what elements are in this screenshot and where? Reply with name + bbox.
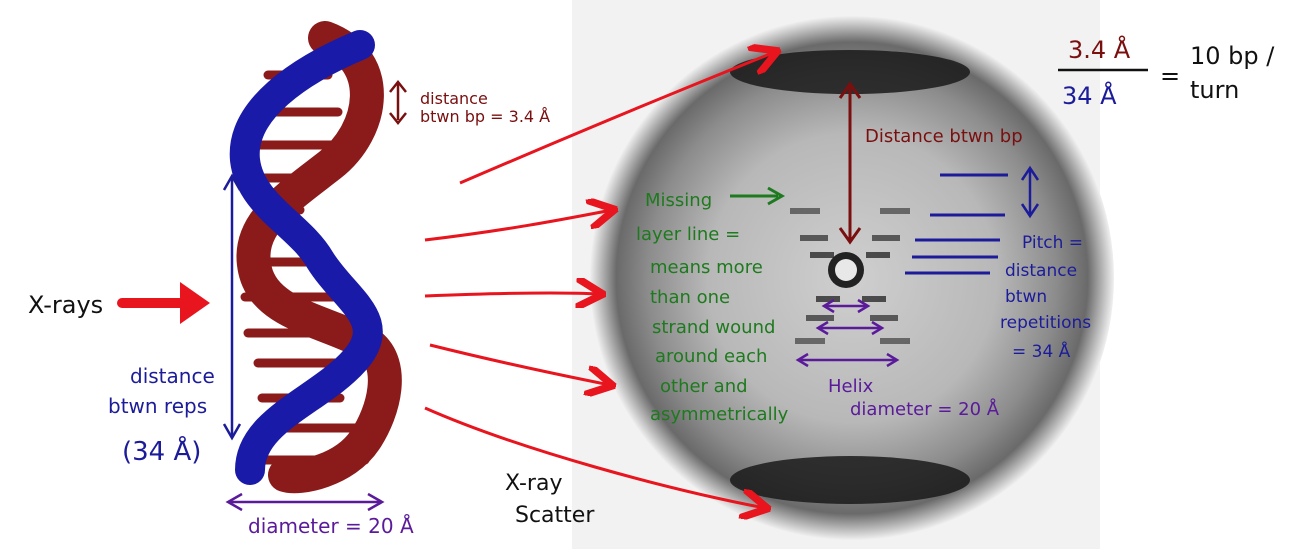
helix-label-line1: Helix — [828, 376, 874, 397]
svg-text:layer line =: layer line = — [636, 224, 740, 245]
top-reflection — [730, 50, 970, 94]
ratio-result-line2: turn — [1190, 76, 1239, 104]
svg-text:around each: around each — [655, 346, 767, 367]
layer-line-spots — [790, 208, 910, 344]
blue-strand — [229, 30, 383, 485]
bottom-reflection — [730, 456, 970, 504]
scatter-arrows — [424, 52, 775, 508]
pitch-note: Pitch = distance btwn repetitions = 34 Å — [1000, 233, 1091, 362]
xray-scatter-label-line1: X-ray — [505, 471, 562, 496]
xrays-label: X-rays — [28, 291, 103, 319]
pitch-arrow — [1020, 165, 1040, 219]
ratio-denominator: 34 Å — [1062, 81, 1117, 110]
reps-distance-arrow — [222, 173, 242, 441]
svg-text:Missing: Missing — [645, 190, 712, 211]
scatter-arrow-5 — [424, 406, 765, 508]
scatter-arrow-3 — [424, 293, 600, 296]
helix-label-line2: diameter = 20 Å — [850, 398, 1000, 420]
scatter-arrow-4 — [429, 343, 610, 385]
diameter-label: diameter = 20 Å — [248, 514, 414, 538]
red-strand — [236, 21, 402, 494]
svg-text:than one: than one — [650, 287, 730, 308]
svg-text:asymmetrically: asymmetrically — [650, 404, 789, 425]
xray-diffraction-image — [572, 0, 1114, 549]
svg-text:distance: distance — [1005, 261, 1077, 281]
scatter-arrow-1 — [459, 52, 775, 185]
beam-stop-center — [835, 259, 857, 281]
svg-text:other and: other and — [660, 376, 748, 397]
distance-bp-label-line2: btwn bp = 3.4 Å — [420, 107, 550, 126]
bp-distance-arrow-photo — [838, 81, 862, 245]
svg-text:means more: means more — [650, 257, 763, 278]
svg-text:btwn: btwn — [1005, 287, 1047, 307]
ratio-equals: = — [1160, 62, 1180, 90]
incoming-xray-arrow — [117, 282, 210, 324]
pitch-lines — [905, 173, 1008, 275]
ratio-numerator: 3.4 Å — [1068, 35, 1131, 64]
dna-double-helix — [229, 21, 402, 494]
helix-diameter-arrows — [795, 298, 900, 368]
missing-layer-arrow — [730, 186, 786, 206]
xray-scatter-label-line2: Scatter — [515, 503, 595, 528]
distance-btwn-bp-label: Distance btwn bp — [865, 126, 1023, 147]
svg-text:= 34 Å: = 34 Å — [1012, 340, 1071, 362]
bp-distance-arrow-left — [389, 79, 407, 126]
ratio-result-line1: 10 bp / — [1190, 42, 1275, 70]
distance-bp-label-line1: distance — [420, 89, 488, 108]
svg-text:repetitions: repetitions — [1000, 313, 1091, 333]
missing-layer-line-note: Missing layer line = means more than one… — [636, 190, 789, 425]
diameter-arrow — [225, 492, 385, 512]
distance-reps-label-line2: btwn reps — [108, 394, 207, 418]
svg-text:strand wound: strand wound — [652, 317, 775, 338]
distance-reps-label-line3: (34 Å) — [122, 435, 201, 467]
svg-text:Pitch =: Pitch = — [1022, 233, 1083, 253]
scatter-arrow-2 — [424, 210, 612, 242]
distance-reps-label-line1: distance — [130, 364, 215, 388]
